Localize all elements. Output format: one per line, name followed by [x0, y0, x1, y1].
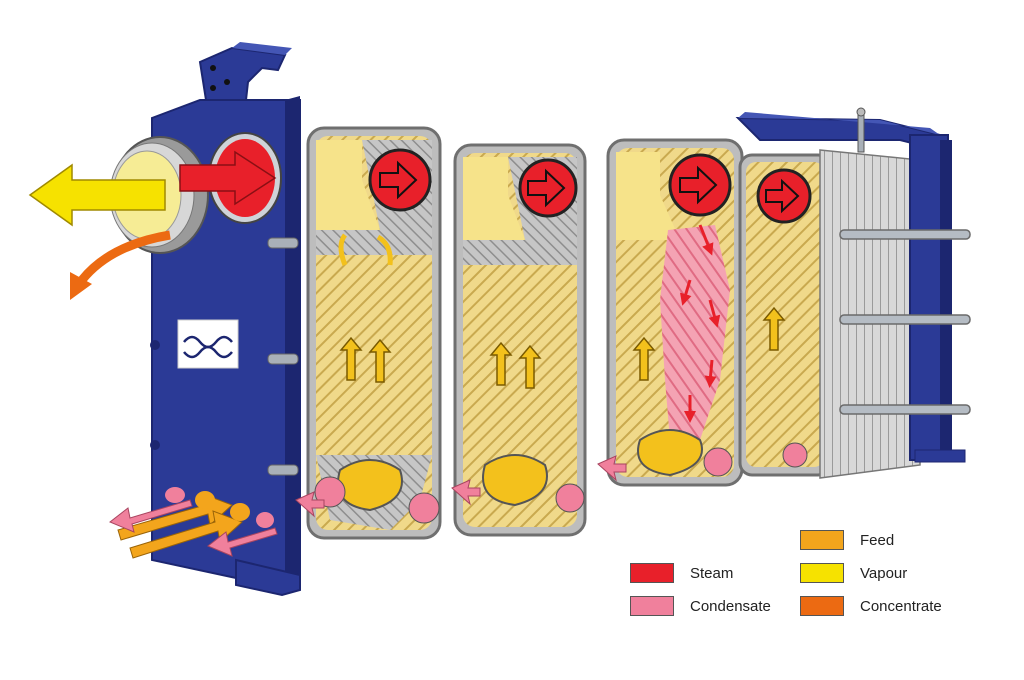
tie-bars [839, 229, 971, 415]
condensate-transfer-arrows [295, 455, 627, 518]
condensate-out-arrows [109, 499, 278, 557]
steam-in-arrow [179, 150, 277, 206]
frame-stud [267, 237, 299, 476]
heat-exchanger-plate-1 [306, 126, 442, 540]
heat-exchanger-plate-2 [453, 143, 587, 537]
vapour-out-arrow [28, 163, 166, 227]
alfa-laval-logo [177, 319, 239, 369]
bottom-port-blobs [165, 487, 274, 528]
plate-pack [738, 149, 921, 479]
concentrate-out-arrow [70, 230, 171, 300]
heat-exchanger-plate-3 [606, 138, 744, 487]
rear-frame [735, 107, 971, 463]
